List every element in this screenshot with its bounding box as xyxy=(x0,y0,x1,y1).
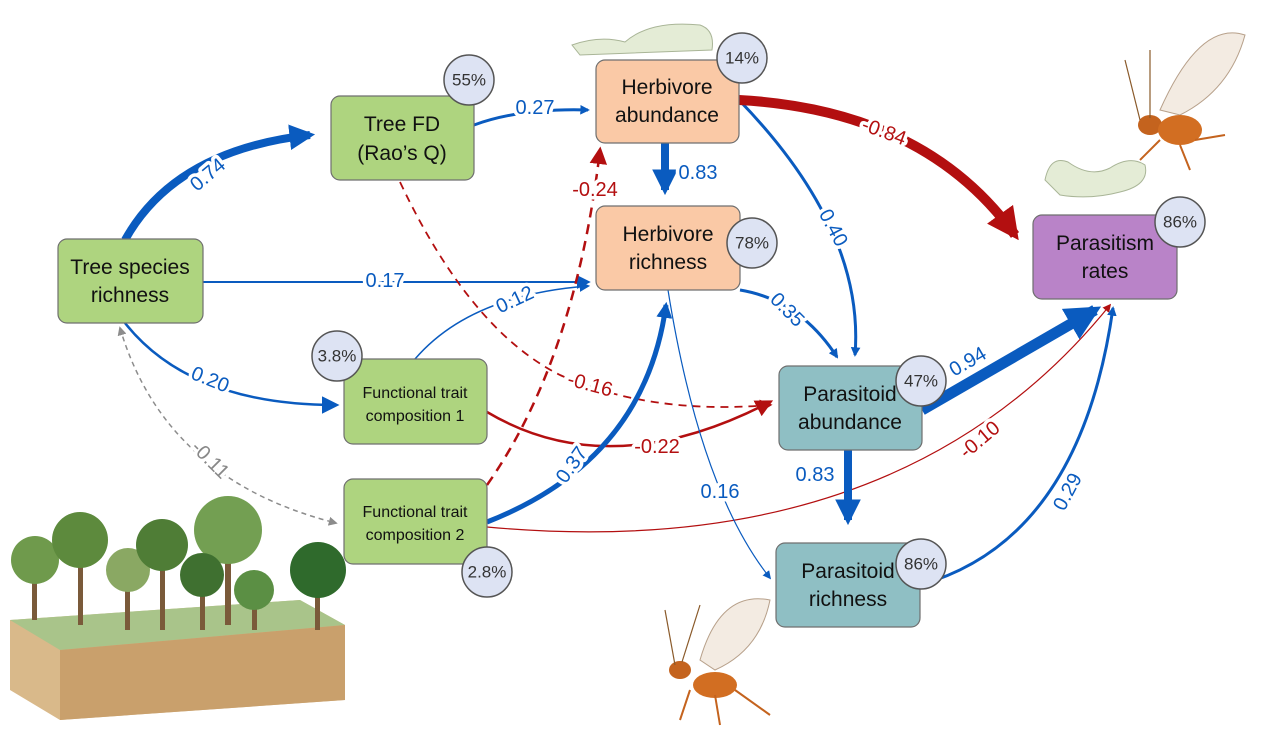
node-label: richness xyxy=(629,251,707,274)
coef-label: 0.29 xyxy=(1049,470,1087,515)
node-label: abundance xyxy=(615,104,719,127)
edges xyxy=(117,95,1117,587)
r2-badge-parasitoid-abundance: 47% xyxy=(895,355,947,407)
r2-value: 86% xyxy=(904,555,938,574)
node-label: richness xyxy=(809,588,887,611)
r2-value: 78% xyxy=(735,234,769,253)
coef-label: 0.27 xyxy=(516,97,555,119)
coef-label: -0.84 xyxy=(859,114,909,150)
r2-value: 3.8% xyxy=(318,347,357,366)
node-tree-species-richness: Tree species richness xyxy=(57,238,204,324)
node-parasitoid-abundance: Parasitoid abundance xyxy=(778,365,923,451)
coef-label: -0.16 xyxy=(565,368,615,401)
node-label: composition 2 xyxy=(366,527,465,544)
coef-label: -0.10 xyxy=(955,417,1004,463)
r2-value: 86% xyxy=(1163,213,1197,232)
node-label: Parasitoid xyxy=(801,560,894,583)
coef-label: 0.17 xyxy=(366,270,405,292)
node-label: Tree species xyxy=(70,256,189,279)
node-label: Functional trait xyxy=(363,504,468,521)
coef-label: 0.83 xyxy=(796,464,835,486)
forest-illustration xyxy=(10,496,346,720)
coef-label: -0.11 xyxy=(187,437,234,484)
edge-tsr-tfd xyxy=(121,124,316,242)
edge-hr-pa xyxy=(739,288,839,359)
r2-badge-tree-fd: 55% xyxy=(443,54,495,106)
edge-pr-prt xyxy=(919,306,1117,587)
coef-label: 0.83 xyxy=(679,162,718,184)
r2-value: 47% xyxy=(904,372,938,391)
edge-ftc2-hr xyxy=(486,301,673,525)
edge-ftc1-pa xyxy=(486,400,774,448)
r2-badge-ftc2: 2.8% xyxy=(461,546,513,598)
edge-ftc2-ha xyxy=(485,146,608,486)
coef-label: -0.22 xyxy=(634,436,680,458)
coef-label: 0.35 xyxy=(765,288,808,331)
r2-value: 2.8% xyxy=(468,563,507,582)
edge-hr-pr xyxy=(667,289,772,580)
node-label: abundance xyxy=(798,411,902,434)
caterpillar-illustration-right xyxy=(1044,160,1147,198)
coef-label: 0.12 xyxy=(493,282,538,318)
node-label: Herbivore xyxy=(621,76,712,99)
edge-tsr-ftc2-covariance xyxy=(117,326,338,526)
edge-ftc1-hr xyxy=(414,281,591,360)
node-functional-trait-composition-2: Functional trait composition 2 xyxy=(343,478,488,565)
node-parasitoid-richness: Parasitoid richness xyxy=(775,542,921,628)
r2-value: 14% xyxy=(725,49,759,68)
r2-badge-parasitoid-richness: 86% xyxy=(895,538,947,590)
node-label: Herbivore xyxy=(622,223,713,246)
coef-label: 0.40 xyxy=(814,206,852,251)
node-label: rates xyxy=(1082,260,1129,283)
edge-tsr-ftc1 xyxy=(124,322,340,414)
edge-labels: 0.74 0.27 0.17 0.12 0.20 -0.11 -0.16 -0.… xyxy=(183,94,1091,518)
r2-badge-herbivore-abundance: 14% xyxy=(716,32,768,84)
edge-tfd-pa xyxy=(399,181,773,413)
node-label: richness xyxy=(91,284,169,307)
node-herbivore-abundance: Herbivore abundance xyxy=(595,59,740,144)
node-label: Functional trait xyxy=(363,385,468,402)
coef-label: 0.20 xyxy=(188,363,232,398)
edge-pa-prt xyxy=(919,305,1102,415)
node-label: Parasitism xyxy=(1056,232,1154,255)
node-label: composition 1 xyxy=(366,408,465,425)
coef-label: 0.74 xyxy=(186,154,230,196)
node-functional-trait-composition-1: Functional trait composition 1 xyxy=(343,358,488,445)
node-label: Parasitoid xyxy=(803,383,896,406)
node-label: (Rao’s Q) xyxy=(357,142,446,165)
wasp-illustration-top-right xyxy=(1124,32,1246,171)
r2-value: 55% xyxy=(452,71,486,90)
wasp-illustration-bottom xyxy=(664,598,771,726)
coef-label: 0.16 xyxy=(701,481,740,503)
node-label: Tree FD xyxy=(364,113,440,136)
edge-tfd-ha xyxy=(473,104,590,127)
edge-ha-prt xyxy=(738,95,1020,241)
node-herbivore-richness: Herbivore richness xyxy=(595,205,741,291)
r2-badge-parasitism-rates: 86% xyxy=(1154,196,1206,248)
r2-badge-herbivore-richness: 78% xyxy=(726,217,778,269)
node-tree-fd: Tree FD (Rao’s Q) xyxy=(330,95,475,181)
caterpillar-illustration-top xyxy=(571,23,713,56)
coef-label: -0.24 xyxy=(572,179,618,201)
edge-ha-pa xyxy=(737,98,861,357)
r2-badge-ftc1: 3.8% xyxy=(311,330,363,382)
node-parasitism-rates: Parasitism rates xyxy=(1032,214,1178,300)
